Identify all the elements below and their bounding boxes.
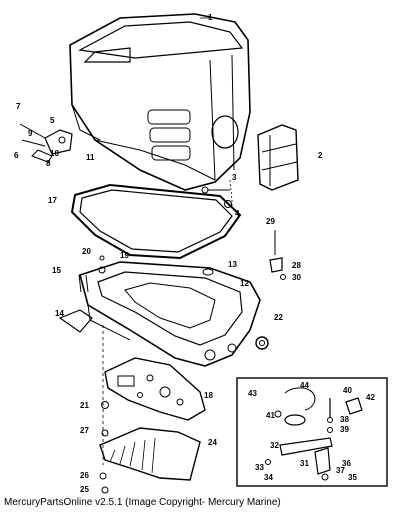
callout-8: 8 xyxy=(46,159,51,168)
callout-21: 21 xyxy=(80,401,89,410)
mounting-plate-part[interactable] xyxy=(104,357,206,421)
top-cowl-part[interactable] xyxy=(69,13,251,191)
screw-part[interactable] xyxy=(201,179,233,208)
callout-20: 20 xyxy=(82,247,91,256)
callout-labels: 1 2 3 4 5 6 7 8 9 10 11 12 13 14 15 17 1… xyxy=(14,13,375,494)
callout-4: 4 xyxy=(235,209,240,218)
callout-10: 10 xyxy=(50,149,59,158)
copyright-caption: MercuryPartsOnline v2.5.1 (Image Copyrig… xyxy=(4,497,281,508)
callout-39: 39 xyxy=(340,425,349,434)
callout-18: 18 xyxy=(204,391,213,400)
callout-40: 40 xyxy=(343,386,352,395)
callout-17: 17 xyxy=(48,196,57,205)
callout-24: 24 xyxy=(208,438,217,447)
callout-38: 38 xyxy=(340,415,349,424)
callout-29: 29 xyxy=(266,217,275,226)
callout-12: 12 xyxy=(240,279,249,288)
callout-35: 35 xyxy=(348,473,357,482)
callout-14: 14 xyxy=(55,309,64,318)
latch-assembly[interactable] xyxy=(19,123,73,163)
bracket-part[interactable] xyxy=(269,230,286,280)
detail-inset xyxy=(236,377,388,487)
callout-26: 26 xyxy=(80,471,89,480)
fastener-part[interactable] xyxy=(78,255,214,293)
callout-34: 34 xyxy=(264,473,273,482)
bottom-cowl-part[interactable] xyxy=(79,261,261,367)
callout-36: 36 xyxy=(342,459,351,468)
callout-11: 11 xyxy=(86,153,95,162)
callout-28: 28 xyxy=(292,261,301,270)
callout-15: 15 xyxy=(52,266,61,275)
callout-33: 33 xyxy=(255,463,264,472)
callout-37: 37 xyxy=(336,466,345,475)
callout-44: 44 xyxy=(300,381,309,390)
side-vent-part[interactable] xyxy=(257,124,299,191)
callout-9: 9 xyxy=(28,129,33,138)
grommet-part[interactable] xyxy=(255,336,269,350)
callout-22: 22 xyxy=(274,313,283,322)
callout-41: 41 xyxy=(266,411,275,420)
callout-19: 19 xyxy=(120,251,129,260)
callout-2: 2 xyxy=(318,151,323,160)
callout-43: 43 xyxy=(248,389,257,398)
callout-25: 25 xyxy=(80,485,89,494)
callout-1: 1 xyxy=(208,13,213,22)
callout-7: 7 xyxy=(16,102,21,111)
callout-13: 13 xyxy=(228,260,237,269)
callout-31: 31 xyxy=(300,459,309,468)
callout-30: 30 xyxy=(292,273,301,282)
lever-part[interactable] xyxy=(58,309,93,333)
cowl-seal-part[interactable] xyxy=(70,183,242,260)
callout-3: 3 xyxy=(232,173,237,182)
callout-42: 42 xyxy=(366,393,375,402)
fastener-part[interactable] xyxy=(99,401,109,494)
callout-32: 32 xyxy=(270,441,279,450)
callout-5: 5 xyxy=(50,116,55,125)
shroud-part[interactable] xyxy=(99,427,201,481)
callout-6: 6 xyxy=(14,151,19,160)
callout-27: 27 xyxy=(80,426,89,435)
